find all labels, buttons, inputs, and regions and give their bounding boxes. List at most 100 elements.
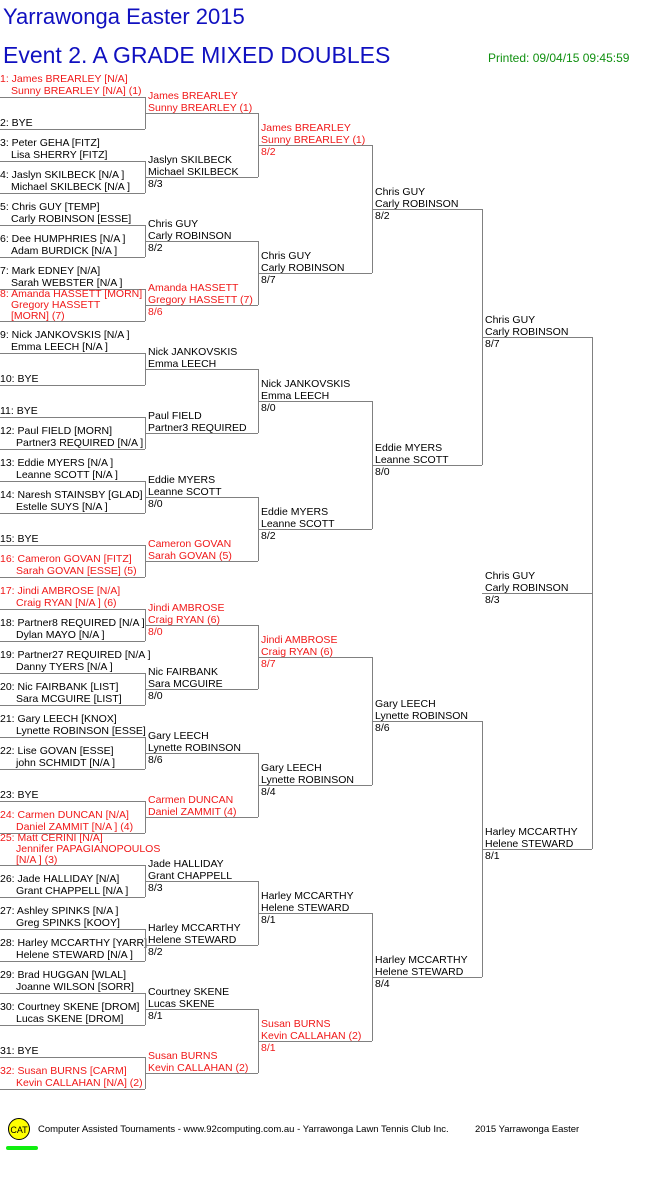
- draw-entry-player2: Leanne SCOTT [N/A ]: [16, 469, 118, 481]
- winner-player1: Susan BURNS: [148, 1050, 218, 1062]
- winner-player1: Harley MCCARTHY: [375, 954, 468, 966]
- draw-entry-bye: 31: BYE: [0, 1045, 39, 1057]
- draw-entry-player1: 25: Matt CERINI [N/A]: [0, 832, 103, 844]
- draw-line: [0, 161, 145, 162]
- winner-player2: Kevin CALLAHAN (2): [261, 1030, 362, 1042]
- winner-player1: James BREARLEY: [261, 122, 351, 134]
- draw-entry-player1: 16: Cameron GOVAN [FITZ]: [0, 553, 132, 565]
- draw-line: [0, 769, 145, 770]
- round-2-line: [145, 753, 258, 754]
- draw-line: [0, 577, 145, 578]
- winner-player2: Lynette ROBINSON: [148, 742, 241, 754]
- draw-entry-player1: 14: Naresh STAINSBY [GLAD]: [0, 489, 143, 501]
- winner-player1: Jindi AMBROSE: [148, 602, 225, 614]
- draw-entry-player2: Craig RYAN [N/A ] (6): [16, 597, 117, 609]
- draw-entry-player1: 3: Peter GEHA [FITZ]: [0, 137, 100, 149]
- round-2-line: [145, 625, 258, 626]
- round-3-line: [258, 401, 372, 402]
- match-score: 8/0: [148, 498, 163, 510]
- winner-player1: Chris GUY: [375, 186, 426, 198]
- winner-player2: Partner3 REQUIRED: [148, 422, 247, 434]
- draw-line: [0, 385, 145, 386]
- winner-player1: Chris GUY: [261, 250, 312, 262]
- winner-player2: Sarah GOVAN (5): [148, 550, 232, 562]
- draw-entry-player1: 12: Paul FIELD [MORN]: [0, 425, 113, 437]
- winner-player1: Harley MCCARTHY: [261, 890, 354, 902]
- round-2-line: [145, 113, 258, 114]
- draw-line: [0, 897, 145, 898]
- match-score: 8/4: [375, 978, 390, 990]
- draw-line: [0, 961, 145, 962]
- round-3-line: [258, 1041, 372, 1042]
- round-5-line: [482, 337, 592, 338]
- draw-entry-player2: Gregory HASSETT [MORN] (7): [11, 299, 101, 322]
- winner-player2: Helene STEWARD: [261, 902, 350, 914]
- draw-entry-player1: 20: Nic FAIRBANK [LIST]: [0, 681, 119, 693]
- draw-entry-bye: 10: BYE: [0, 373, 39, 385]
- match-score: 8/2: [148, 946, 163, 958]
- draw-entry-player1: 17: Jindi AMBROSE [N/A]: [0, 585, 121, 597]
- round-4-line: [372, 209, 482, 210]
- draw-entry-player2: Sarah WEBSTER [N/A ]: [11, 277, 123, 289]
- round-2-line: [145, 433, 258, 434]
- draw-entry-player2: Dylan MAYO [N/A ]: [16, 629, 105, 641]
- draw-entry-player1: 29: Brad HUGGAN [WLAL]: [0, 969, 127, 981]
- draw-entry-player1: 19: Partner27 REQUIRED [N/A ]: [0, 649, 151, 661]
- round-2-line: [145, 1073, 258, 1074]
- draw-line: [0, 641, 145, 642]
- winner-player2: Carly ROBINSON: [485, 326, 569, 338]
- draw-entry-player1: 28: Harley MCCARTHY [YARR]: [0, 937, 148, 949]
- round-2-line: [145, 305, 258, 306]
- match-score: 8/4: [261, 786, 276, 798]
- match-score: 8/7: [261, 658, 276, 670]
- winner-player2: Kevin CALLAHAN (2): [148, 1062, 249, 1074]
- winner-player1: Eddie MYERS: [261, 506, 329, 518]
- draw-entry-player1: 24: Carmen DUNCAN [N/A]: [0, 809, 129, 821]
- winner-player2: Emma LEECH: [261, 390, 330, 402]
- match-score: 8/6: [148, 306, 163, 318]
- winner-player2: Sunny BREARLEY (1): [261, 134, 366, 146]
- winner-player1: Gary LEECH: [148, 730, 209, 742]
- winner-player2: Lynette ROBINSON: [375, 710, 468, 722]
- winner-player2: Lucas SKENE: [148, 998, 215, 1010]
- winner-player1: Jade HALLIDAY: [148, 858, 224, 870]
- winner-player1: Paul FIELD: [148, 410, 202, 422]
- tournament-title: Yarrawonga Easter 2015: [3, 4, 245, 29]
- draw-entry-player1: 21: Gary LEECH [KNOX]: [0, 713, 117, 725]
- round-2-line: [145, 689, 258, 690]
- winner-player2: Lynette ROBINSON: [261, 774, 354, 786]
- draw-entry-player2: Adam BURDICK [N/A ]: [11, 245, 118, 257]
- winner-player1: Chris GUY: [485, 314, 536, 326]
- draw-entry-player2: Partner3 REQUIRED [N/A ]: [16, 437, 144, 449]
- draw-entry-bye: 2: BYE: [0, 117, 33, 129]
- winner-player1: Harley MCCARTHY: [148, 922, 241, 934]
- round-2-line: [145, 177, 258, 178]
- winner-player2: Helene STEWARD: [148, 934, 237, 946]
- winner-player2: Carly ROBINSON: [485, 582, 569, 594]
- draw-entry-player1: 8: Amanda HASSETT [MORN]: [0, 288, 143, 300]
- winner-player1: Cameron GOVAN: [148, 538, 232, 550]
- draw-line: [0, 1025, 145, 1026]
- match-score: 8/0: [148, 690, 163, 702]
- match-score: 8/3: [485, 594, 500, 606]
- draw-line: [0, 545, 145, 546]
- draw-entry-player2: Emma LEECH [N/A ]: [11, 341, 108, 353]
- winner-player2: Grant CHAPPELL: [148, 870, 233, 882]
- draw-entry-player2: Greg SPINKS [KOOY]: [16, 917, 120, 929]
- draw-entry-player1: 27: Ashley SPINKS [N/A ]: [0, 905, 119, 917]
- draw-line: [0, 609, 145, 610]
- draw-line: [0, 449, 145, 450]
- round-3-line: [258, 657, 372, 658]
- draw-entry-player2: Sarah GOVAN [ESSE] (5): [16, 565, 137, 577]
- round-3-line: [258, 529, 372, 530]
- round-4-line: [372, 721, 482, 722]
- round-6-line: [482, 593, 592, 594]
- draw-entry-player1: 22: Lise GOVAN [ESSE]: [0, 745, 114, 757]
- draw-line: [0, 737, 145, 738]
- winner-player2: Leanne SCOTT: [148, 486, 222, 498]
- match-score: 8/2: [261, 146, 276, 158]
- draw-entry-player2: Joanne WILSON [SORR]: [16, 981, 134, 993]
- round-2-line: [145, 497, 258, 498]
- winner-player2: Sara MCGUIRE: [148, 678, 223, 690]
- draw-line: [0, 225, 145, 226]
